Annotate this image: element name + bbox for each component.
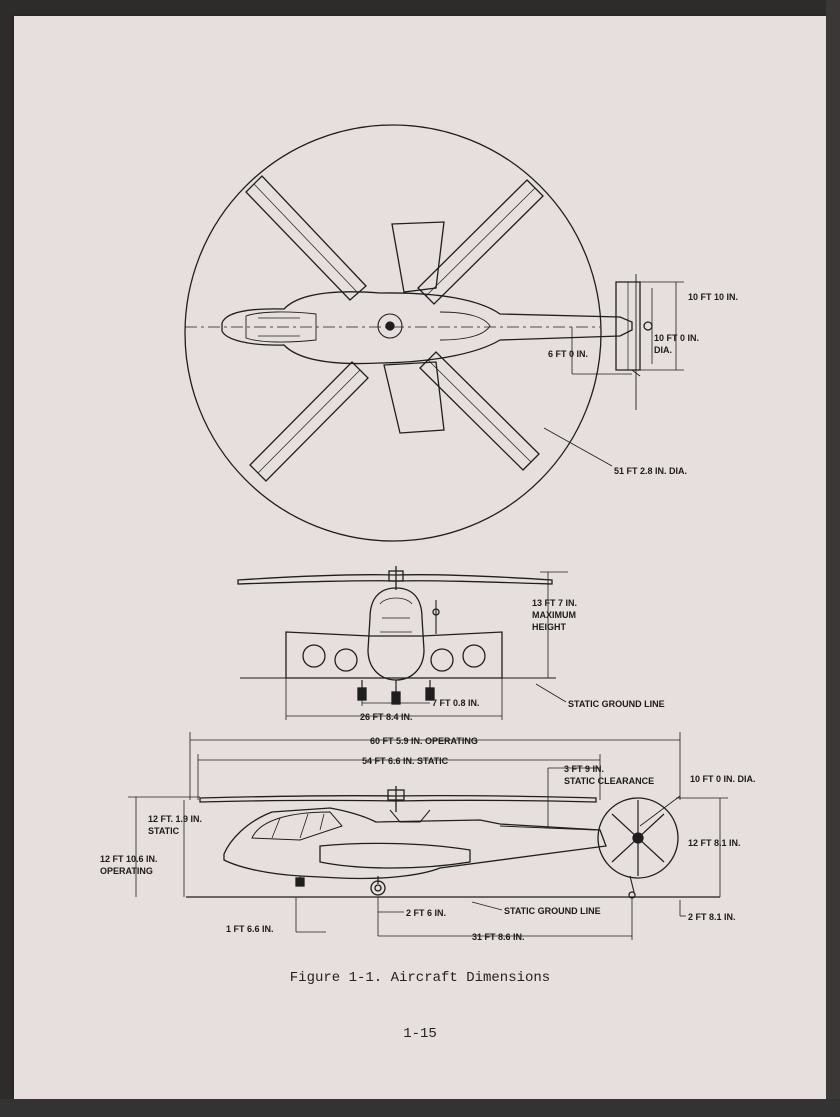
label-side-fan-diameter: 10 FT 0 IN. DIA. [690, 774, 756, 784]
label-top-fan-dia: DIA. [654, 345, 672, 355]
top-fuselage [221, 291, 633, 365]
label-clearance-2: STATIC CLEARANCE [564, 776, 654, 786]
label-tail-span: 10 FT 10 IN. [688, 292, 738, 302]
top-wing-lower [383, 361, 445, 434]
label-max-height-1: 13 FT 7 IN. [532, 598, 577, 608]
front-rotor-blades [237, 574, 553, 585]
label-tail-ground: 2 FT 8.1 IN. [688, 912, 736, 922]
front-fuselage [367, 587, 425, 681]
front-view-labels: 13 FT 7 IN. MAXIMUM HEIGHT 7 FT 0.8 IN. … [360, 598, 665, 722]
page-number: 1-15 [403, 1026, 437, 1042]
label-nose-height: 1 FT 6.6 IN. [226, 924, 274, 934]
side-rotor-blades [199, 794, 597, 803]
label-operating-height-1: 12 FT 10.6 IN. [100, 854, 158, 864]
top-dimension-lines [543, 281, 684, 467]
side-view-labels: 60 FT 5.9 IN. OPERATING 54 FT 6.6 IN. ST… [100, 736, 756, 942]
front-view [237, 566, 568, 720]
front-wing [285, 631, 503, 679]
label-gear-offset: 2 FT 6 IN. [406, 908, 446, 918]
top-view [184, 124, 684, 542]
side-length-lines [189, 732, 681, 828]
top-view-labels: 10 FT 10 IN. 10 FT 0 IN. DIA. 6 FT 0 IN.… [548, 292, 738, 476]
label-max-height-3: HEIGHT [532, 622, 567, 632]
document-page [14, 16, 826, 1099]
front-dimension-lines [285, 571, 568, 720]
label-operating-height-2: OPERATING [100, 866, 153, 876]
label-length-operating: 60 FT 5.9 IN. OPERATING [370, 736, 478, 746]
rotor-blades [245, 175, 544, 482]
label-tail-offset: 6 FT 0 IN. [548, 349, 588, 359]
label-gear-track: 7 FT 0.8 IN. [432, 698, 480, 708]
label-clearance-1: 3 FT 9 IN. [564, 764, 604, 774]
side-view [128, 732, 728, 940]
side-height-lines [128, 795, 728, 940]
top-wing-upper [391, 221, 445, 293]
front-engine-pods [302, 644, 486, 672]
label-fan-height: 12 FT 8.1 IN. [688, 838, 741, 848]
label-side-ground-line: STATIC GROUND LINE [504, 906, 601, 916]
page-shadow-right [826, 0, 840, 1117]
label-rotor-diameter: 51 FT 2.8 IN. DIA. [614, 466, 687, 476]
label-front-ground-line: STATIC GROUND LINE [568, 699, 665, 709]
rotor-disc-circle [184, 124, 602, 542]
side-canopy [251, 811, 343, 841]
label-wheelbase: 31 FT 8.6 IN. [472, 932, 525, 942]
side-wing [319, 842, 471, 869]
label-max-height-2: MAXIMUM [532, 610, 576, 620]
side-tail-fan [597, 797, 679, 879]
label-static-height-1: 12 FT. 1.9 IN. [148, 814, 202, 824]
side-fuselage [223, 807, 607, 880]
label-front-span: 26 FT 8.4 IN. [360, 712, 413, 722]
label-length-static: 54 FT 6.6 IN. STATIC [362, 756, 449, 766]
label-static-height-2: STATIC [148, 826, 180, 836]
label-top-fan-diameter: 10 FT 0 IN. [654, 333, 699, 343]
figure-caption: Figure 1-1. Aircraft Dimensions [289, 970, 551, 986]
page-shadow-bottom [0, 1099, 840, 1117]
